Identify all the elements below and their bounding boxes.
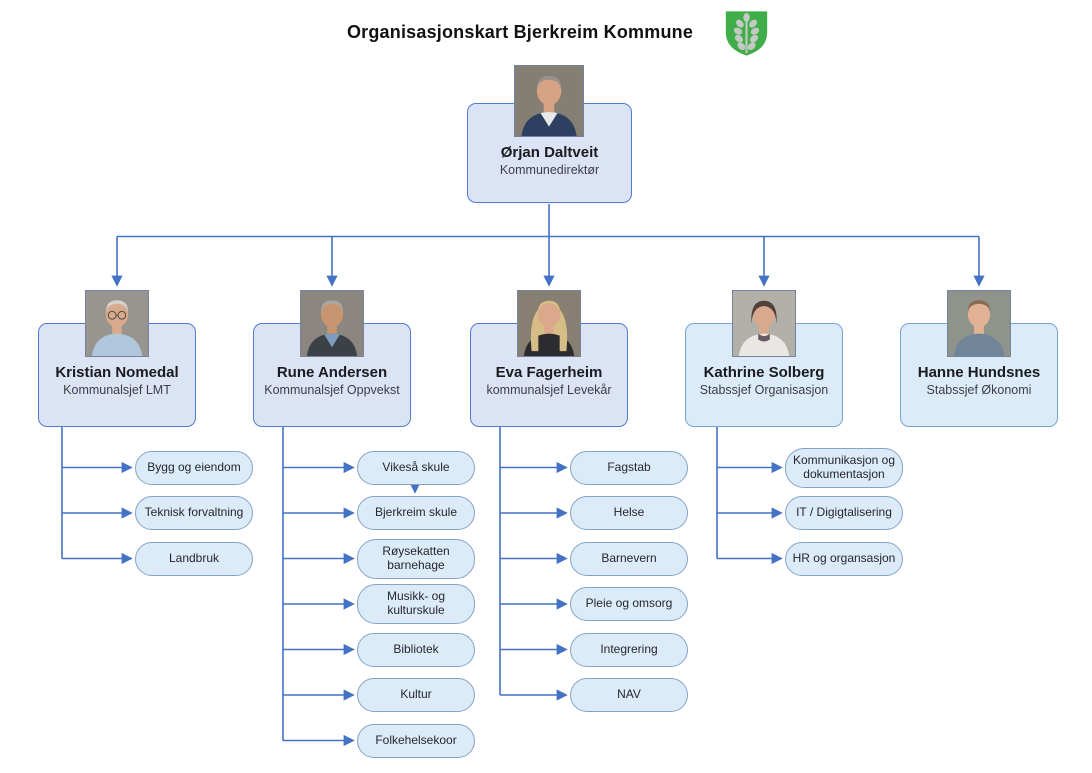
unit-pill: NAV — [570, 678, 688, 712]
portrait-illustration — [86, 291, 148, 356]
person-name: Kristian Nomedal — [55, 364, 179, 381]
person-name: Hanne Hundsnes — [917, 364, 1041, 381]
unit-pill: Bibliotek — [357, 632, 475, 667]
unit-pill: Vikeså skule — [357, 450, 475, 485]
portrait-photo — [732, 290, 796, 357]
person-role: Kommunalsjef Oppvekst — [264, 383, 400, 397]
unit-pill: IT / Digigtalisering — [785, 496, 903, 530]
crest-branch — [733, 13, 760, 54]
unit-pill: Helse — [570, 496, 688, 530]
portrait-illustration — [948, 291, 1010, 356]
person-role: Kommunedirektør — [499, 163, 600, 177]
portrait-photo — [85, 290, 149, 357]
unit-pill: Kommunikasjon og dokumentasjon — [785, 447, 903, 488]
person-role: Kommunalsjef LMT — [63, 383, 171, 397]
unit-pill: Integrering — [570, 632, 688, 667]
portrait-illustration — [301, 291, 363, 356]
unit-pill: Fagstab — [570, 450, 688, 485]
unit-pill: HR og organsasjon — [785, 541, 903, 576]
unit-pill: Teknisk forvaltning — [135, 496, 253, 530]
person-name: Rune Andersen — [276, 364, 388, 381]
portrait-illustration — [733, 291, 795, 356]
portrait-photo — [517, 290, 581, 357]
person-name: Eva Fagerheim — [495, 364, 603, 381]
unit-pill: Pleie og omsorg — [570, 587, 688, 621]
portrait-photo — [947, 290, 1011, 357]
unit-pill: Bygg og eiendom — [135, 450, 253, 485]
person-role: Stabssjef Økonomi — [926, 383, 1032, 397]
unit-pill: Røysekatten barnehage — [357, 538, 475, 579]
portrait-illustration — [515, 66, 583, 136]
portrait-illustration — [518, 291, 580, 356]
page-title: Organisasjonskart Bjerkreim Kommune — [346, 22, 694, 42]
person-name: Kathrine Solberg — [703, 364, 825, 381]
municipality-crest-icon — [725, 11, 768, 56]
portrait-photo-kommunedirektor — [514, 65, 584, 137]
portrait-photo — [300, 290, 364, 357]
unit-pill: Landbruk — [135, 541, 253, 576]
unit-pill: Bjerkreim skule — [357, 496, 475, 530]
person-role: Stabssjef Organisasjon — [699, 383, 829, 397]
unit-pill: Barnevern — [570, 541, 688, 576]
unit-pill: Musikk- og kulturskule — [357, 584, 475, 624]
unit-pill: Folkehelsekoor — [357, 723, 475, 758]
title-row: Organisasjonskart Bjerkreim Kommune — [240, 22, 800, 43]
person-name: Ørjan Daltveit — [500, 144, 599, 161]
person-role: kommunalsjef Levekår — [486, 383, 612, 397]
unit-pill: Kultur — [357, 678, 475, 712]
